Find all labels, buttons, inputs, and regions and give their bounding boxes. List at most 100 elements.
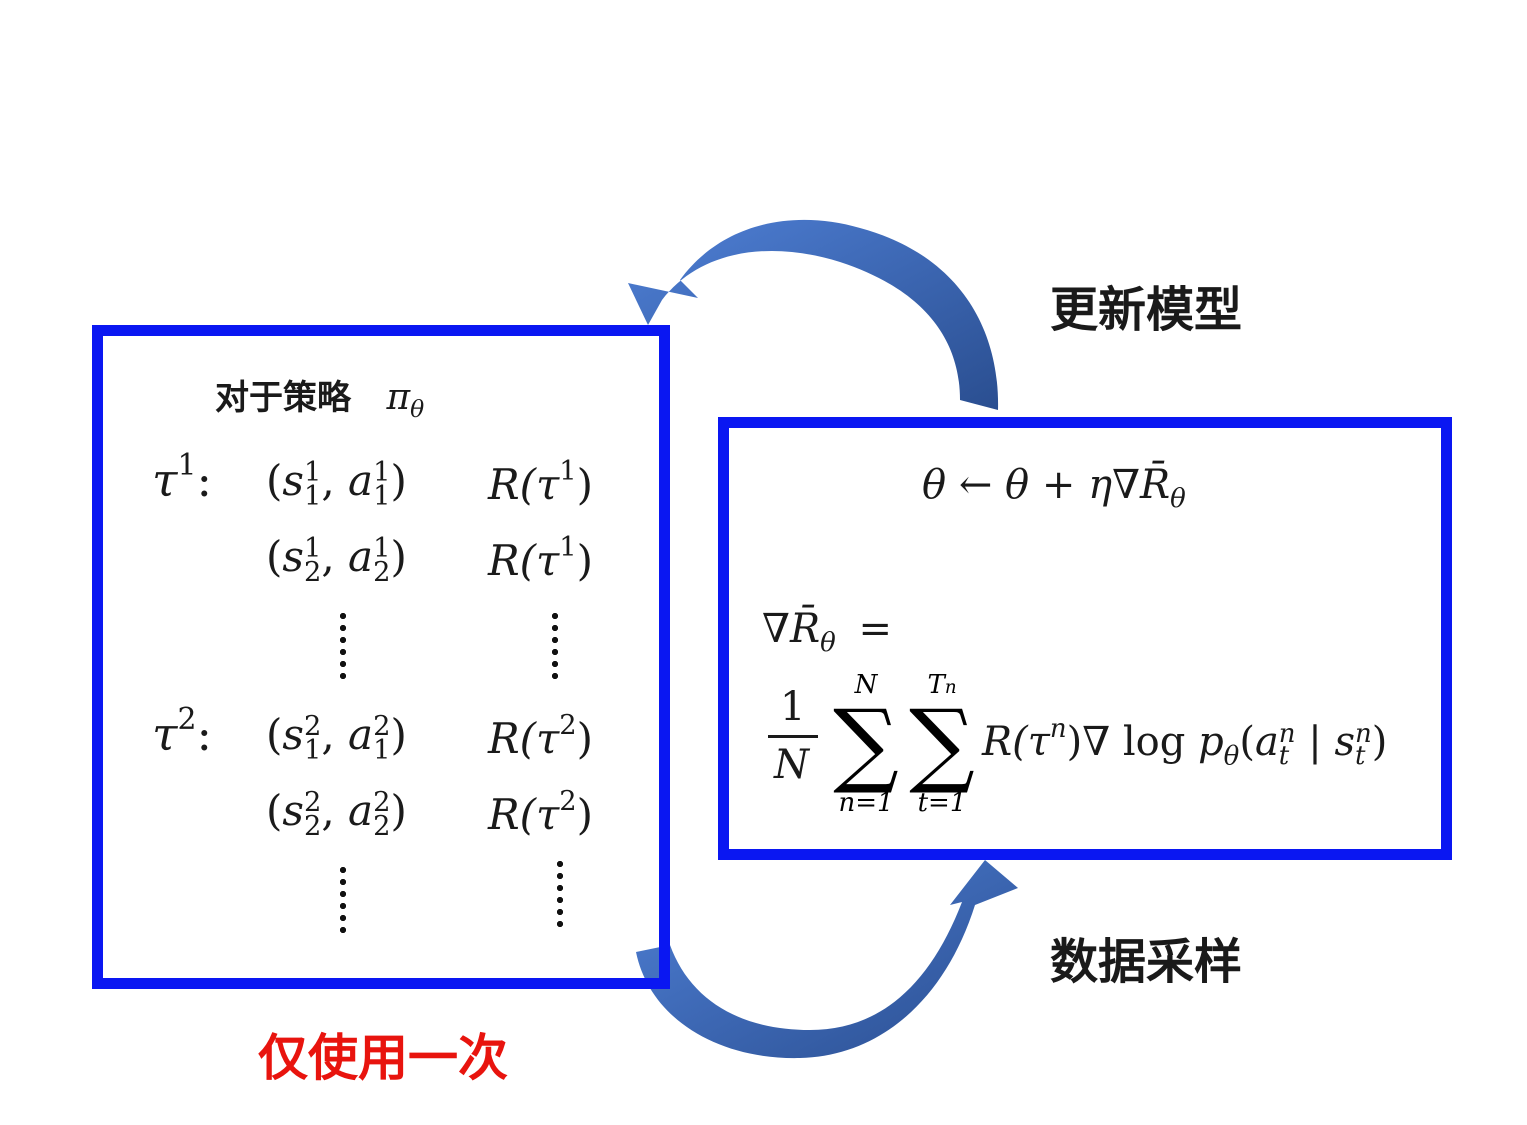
- tau-1-label: τ1:: [152, 448, 212, 507]
- step-index: 1: [303, 734, 322, 766]
- policy-symbol: π: [386, 377, 411, 418]
- reward-close: ): [1066, 719, 1083, 766]
- traj-index: 2: [373, 787, 391, 819]
- theta-symbol: θ: [922, 462, 947, 508]
- update-rule-equation: θ ← θ + η∇R̄θ: [922, 462, 1186, 514]
- gradient-lhs: ∇R̄θ =: [762, 606, 892, 658]
- equals-sign: =: [858, 606, 892, 652]
- traj-index: 2: [373, 711, 391, 743]
- theta-subscript: θ: [820, 628, 836, 659]
- state-symbol: s: [282, 456, 304, 505]
- sum-upper-limit: N: [854, 670, 878, 700]
- update-model-label: 更新模型: [1050, 282, 1243, 338]
- tau-index: 1: [177, 448, 197, 483]
- step-index: 2: [303, 810, 322, 842]
- update-arrow: [628, 219, 999, 410]
- ellipsis-dots: [555, 858, 565, 930]
- sigma-symbol: ∑: [833, 690, 899, 797]
- use-once-label: 仅使用一次: [258, 1029, 508, 1087]
- open-paren: (: [1239, 719, 1255, 766]
- traj-index: 1: [303, 457, 322, 489]
- tau-symbol: τ: [152, 452, 178, 507]
- nabla-log: ∇ log: [1082, 719, 1186, 766]
- tau-colon: :: [196, 706, 212, 761]
- ellipsis-dots: [338, 610, 348, 682]
- reward-symbol: R(τ: [488, 714, 560, 764]
- reward-close: ): [576, 714, 594, 764]
- reward-symbol: R(τ: [488, 790, 560, 840]
- sum-lower-limit: t=1: [917, 788, 967, 818]
- step-index: 1: [303, 480, 322, 512]
- reward-index: 1: [559, 456, 577, 487]
- reward-index: n: [1049, 714, 1067, 744]
- reward-bar-symbol: R̄: [789, 606, 821, 652]
- state-sup: n: [1355, 719, 1372, 750]
- reward-term: R(τ1): [488, 532, 593, 585]
- state-symbol: s: [1334, 719, 1355, 766]
- sum-upper-limit: T: [927, 670, 945, 700]
- traj-index: 1: [303, 533, 322, 565]
- reward-close: ): [576, 460, 594, 510]
- tau-index: 2: [177, 702, 197, 737]
- action-symbol: a: [348, 532, 374, 581]
- traj-index: 2: [303, 787, 322, 819]
- ellipsis-dots: [550, 610, 560, 682]
- reward-bar-symbol: R̄: [1140, 462, 1171, 508]
- fraction-bar: [768, 735, 818, 738]
- reward-term: R(τ2): [488, 710, 593, 763]
- tau-2-label: τ2:: [152, 702, 212, 761]
- close-paren: ): [1371, 719, 1388, 766]
- tau-symbol: τ: [152, 706, 178, 761]
- tau-colon: :: [196, 452, 212, 507]
- reward-index: 1: [559, 532, 577, 563]
- action-symbol: a: [348, 710, 374, 759]
- ellipsis-dots: [338, 864, 348, 936]
- eta-symbol: η: [1088, 462, 1113, 508]
- policy-subscript: θ: [410, 395, 425, 424]
- reward-close: ): [576, 536, 594, 586]
- theta-subscript: θ: [1170, 484, 1186, 515]
- action-symbol: a: [1254, 719, 1279, 766]
- state-sub: t: [1355, 741, 1366, 772]
- sum-lower-limit: n=1: [838, 788, 894, 818]
- step-index: 1: [373, 480, 391, 512]
- nabla-symbol: ∇: [1112, 462, 1140, 508]
- state-symbol: s: [282, 786, 304, 835]
- step-index: 2: [373, 810, 391, 842]
- reward-term: R(τ2): [488, 786, 593, 839]
- data-sampling-label: 数据采样: [1050, 934, 1243, 990]
- sum-t: Tn ∑ t=1: [904, 672, 980, 816]
- prob-symbol: p: [1198, 719, 1224, 766]
- assign-arrow: ←: [958, 462, 993, 508]
- state-symbol: s: [282, 532, 304, 581]
- reward-symbol: R(τ: [982, 719, 1050, 766]
- trajectory-box: [92, 325, 670, 989]
- update-box: [718, 417, 1452, 860]
- step-index: 1: [373, 734, 391, 766]
- action-symbol: a: [348, 456, 374, 505]
- state-symbol: s: [282, 710, 304, 759]
- traj-index: 1: [373, 457, 391, 489]
- nabla-symbol: ∇: [762, 606, 790, 652]
- fraction-denominator: N: [774, 742, 809, 788]
- fraction-numerator: 1: [780, 684, 806, 730]
- reward-index: 2: [559, 786, 577, 817]
- plus-sign: +: [1041, 462, 1076, 508]
- action-sub: t: [1278, 741, 1290, 772]
- theta-subscript: θ: [1223, 741, 1240, 772]
- sum-upper-subscript: n: [944, 677, 957, 698]
- reward-close: ): [576, 790, 594, 840]
- action-symbol: a: [348, 786, 374, 835]
- given-bar: |: [1308, 719, 1322, 766]
- traj-index: 2: [303, 711, 322, 743]
- sum-n: N ∑ n=1: [828, 672, 904, 816]
- step-index: 2: [303, 556, 322, 588]
- sigma-symbol: ∑: [909, 690, 975, 797]
- reward-symbol: R(τ: [488, 536, 560, 586]
